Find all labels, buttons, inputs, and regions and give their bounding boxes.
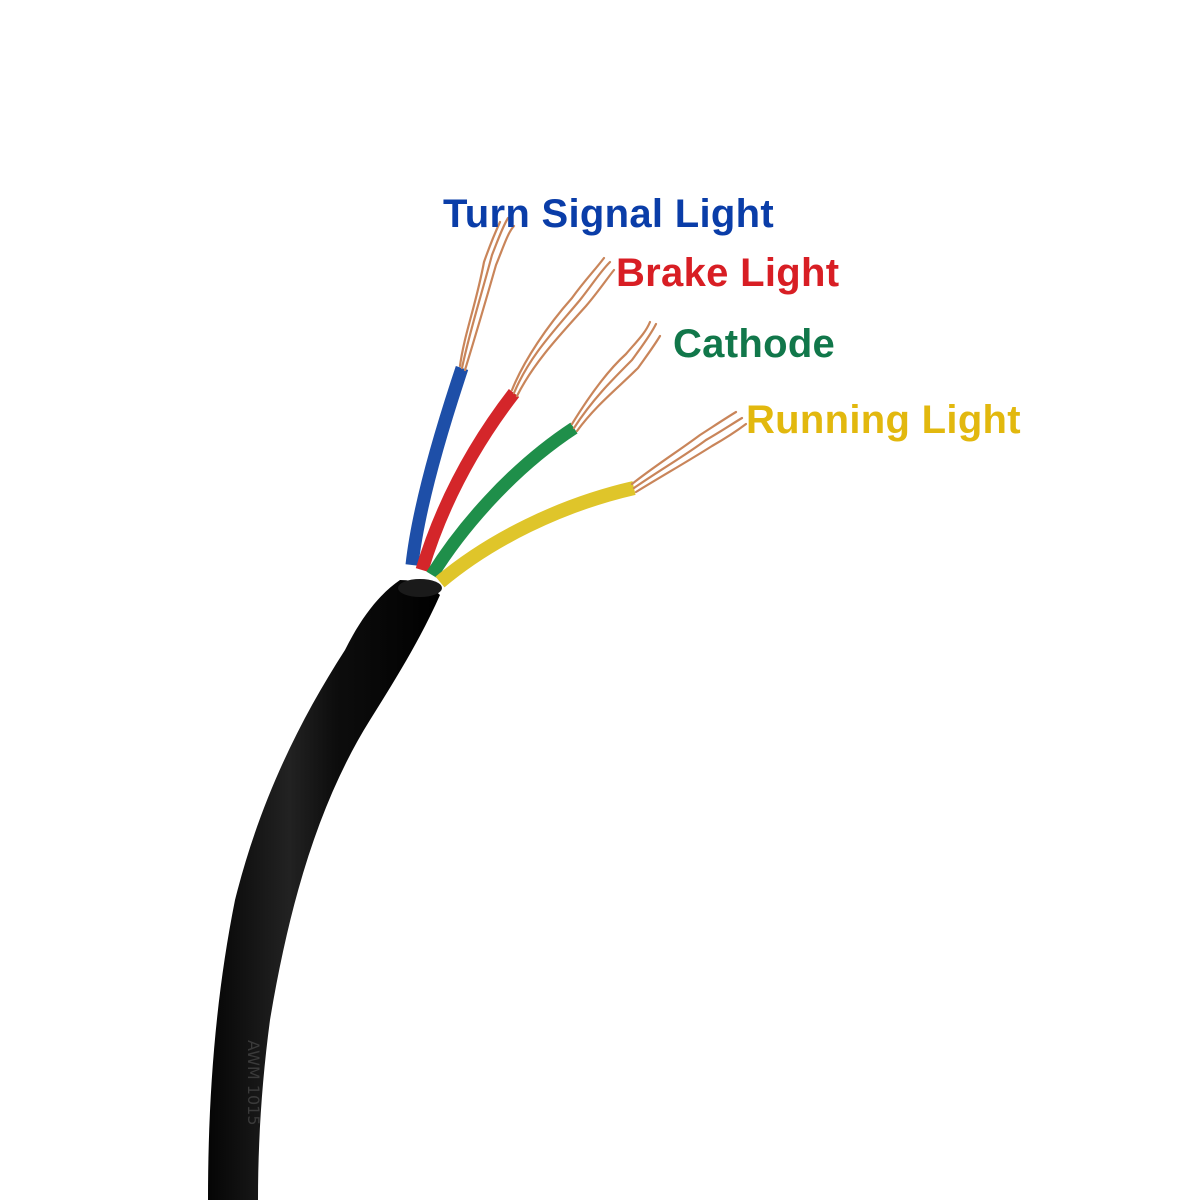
copper-strands-red: [510, 256, 616, 398]
wire-blue: [405, 365, 469, 566]
wire-yellow: [435, 481, 636, 588]
label-cathode: Cathode: [673, 322, 836, 366]
copper-strands-green: [570, 320, 662, 433]
wire-green: [426, 422, 578, 579]
label-running-light: Running Light: [746, 398, 1021, 442]
label-brake-light: Brake Light: [616, 251, 840, 295]
cable-jacket-end: [398, 579, 442, 597]
wire-red: [415, 389, 520, 572]
copper-strands-blue: [458, 216, 516, 372]
cable-jacket: [208, 580, 440, 1200]
cable-print-text: AWM 1015: [244, 1040, 263, 1126]
label-turn-signal-light: Turn Signal Light: [443, 192, 774, 236]
copper-strands-yellow: [630, 410, 748, 494]
